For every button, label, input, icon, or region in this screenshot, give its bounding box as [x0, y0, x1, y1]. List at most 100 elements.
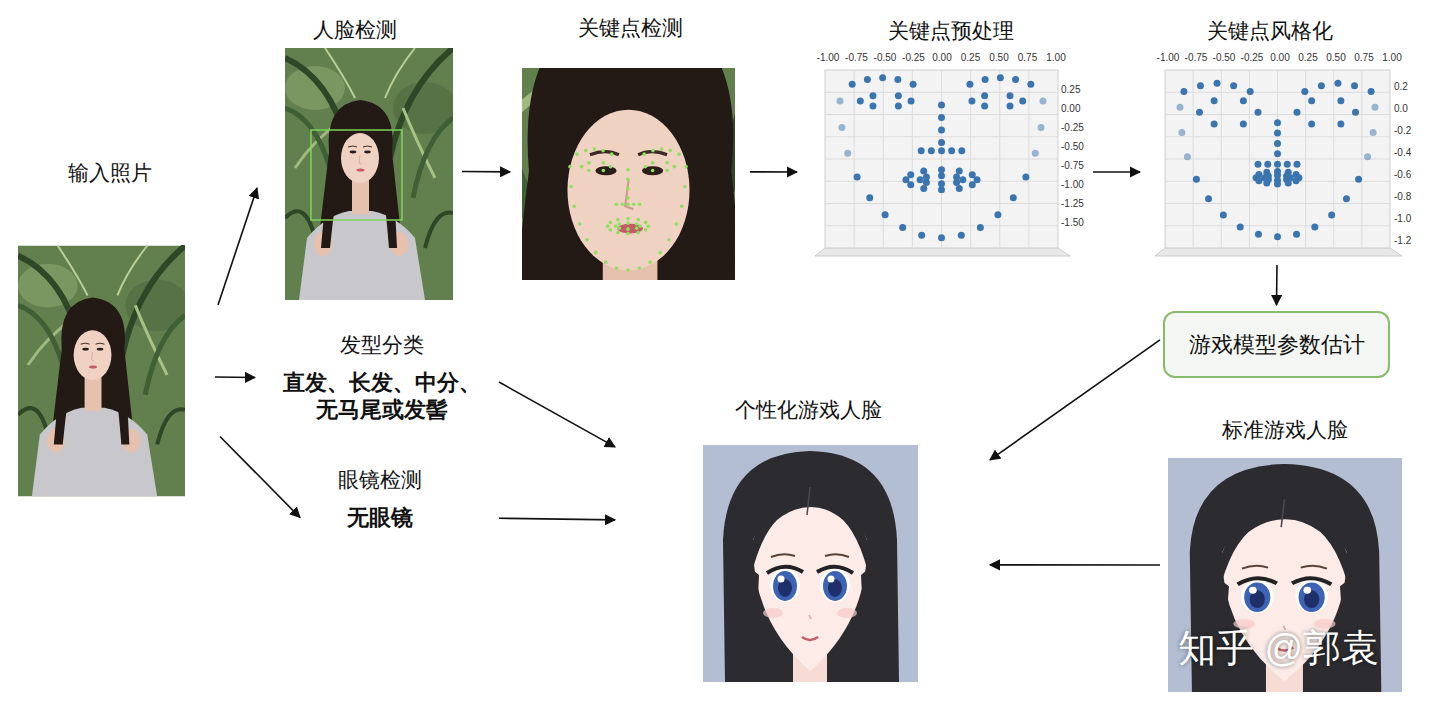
grid-line: [1028, 70, 1029, 248]
keypoint-dot: [593, 147, 597, 151]
keypoint-dot: [569, 185, 573, 189]
keypoint-dot: [1184, 153, 1191, 160]
grid-line: [825, 225, 1058, 226]
keypoint-dot: [626, 187, 630, 191]
axis-tick: -0.2: [1394, 125, 1411, 137]
game-face-node: 个性化游戏人脸: [703, 445, 918, 682]
keypoint-dot: [614, 224, 618, 228]
axis-tick: 0.00: [1270, 52, 1289, 64]
detect-node: 眼镜检测无眼镜: [300, 467, 460, 531]
keypoint-dot: [994, 211, 1001, 218]
keypoint-dot: [838, 124, 845, 131]
keypoint-dot: [673, 165, 677, 169]
keypoint-dot: [680, 204, 684, 208]
keypoint-dot: [1283, 176, 1290, 183]
keypoint-dot: [1247, 88, 1254, 95]
flow-arrow: [220, 437, 300, 518]
axis-tick: -1.0: [1394, 213, 1411, 225]
node-heading: 发型分类: [272, 332, 491, 358]
keypoint-dot: [660, 147, 664, 151]
keypoint-dot: [674, 222, 678, 226]
grid-line: [1165, 159, 1390, 160]
keypoint-dot: [1007, 92, 1014, 99]
grid-line: [1165, 203, 1390, 204]
keypoint-dot: [677, 152, 681, 156]
keypoint-dot: [1032, 150, 1039, 157]
axis-tick: -0.8: [1394, 191, 1411, 203]
keypoint-dot: [615, 266, 619, 270]
keypoint-dot: [1294, 161, 1301, 168]
keypoint-dot: [997, 74, 1004, 81]
keypoint-dot: [917, 176, 924, 183]
keypoint-dot: [1274, 161, 1281, 168]
keypoint-dot: [1328, 211, 1335, 218]
keypoint-dot: [968, 97, 975, 104]
plot-floor: [815, 248, 1070, 256]
keypoint-dot: [938, 114, 945, 121]
keypoint-dot: [1351, 82, 1358, 89]
keypoint-dot: [578, 222, 582, 226]
keypoint-dot: [910, 81, 917, 88]
keypoint-dot: [626, 268, 630, 272]
grid-line: [1361, 70, 1362, 248]
axis-tick: -1.00: [817, 52, 840, 64]
keypoint-dot: [1352, 109, 1359, 116]
node-heading: 眼镜检测: [300, 467, 460, 493]
axis-tick: 0.50: [989, 52, 1008, 64]
keypoint-dot: [1274, 150, 1281, 157]
keypoint-dot: [606, 224, 610, 228]
keypoint-dot: [580, 165, 584, 169]
keypoint-dot: [609, 221, 613, 225]
standard-game-face: [1168, 458, 1402, 692]
keypoint-dot: [1240, 97, 1247, 104]
keypoint-dot: [894, 76, 901, 83]
keypoint-dot: [626, 227, 630, 231]
keypoint-dot: [854, 173, 861, 180]
keypoint-dot: [849, 81, 856, 88]
keypoint-dot: [618, 222, 622, 226]
grid-line: [1305, 70, 1306, 248]
keypoint-dot: [928, 147, 935, 154]
keypoint-dot: [626, 177, 630, 181]
keypoint-dot: [969, 181, 976, 188]
axis-tick: -0.50: [874, 52, 897, 64]
keypoint-dot: [626, 232, 630, 236]
keypoint-dot: [938, 186, 945, 193]
keypoint-dot: [568, 165, 572, 169]
keypoint-dot: [1337, 120, 1344, 127]
keypoint-dot: [977, 224, 984, 231]
keypoint-dot: [602, 169, 606, 173]
keypoint-dot: [1197, 82, 1204, 89]
watermark: 知乎 @郭袁: [1178, 626, 1379, 670]
plot-pane: [825, 70, 1058, 248]
flow-arrow: [218, 188, 257, 305]
keypoint-dot: [616, 218, 620, 222]
axis-tick: 0.00: [932, 52, 951, 64]
keypoint-dot: [1040, 97, 1047, 104]
keypoint-dot: [1293, 231, 1300, 238]
keypoint-dot: [665, 169, 669, 173]
keypoint-dot: [1343, 195, 1350, 202]
axis-tick: -0.75: [1061, 160, 1084, 172]
node-heading: 关键点检测: [524, 15, 737, 41]
node-body: 直发、长发、中分、无马尾或发髻: [272, 369, 491, 423]
flow-arrow: [1093, 171, 1140, 173]
keypoint-dots: [568, 147, 688, 271]
axis-tick: -0.25: [902, 52, 925, 64]
keypoint-dot: [601, 149, 605, 153]
node-heading: 人脸检测: [271, 17, 439, 43]
flow-arrow: [990, 564, 1160, 566]
keypoint-dot: [665, 161, 669, 165]
keypoint-dot: [1294, 109, 1301, 116]
keypoint-dot: [1211, 120, 1218, 127]
keypoint-dot: [626, 202, 630, 206]
axis-tick: -0.4: [1394, 147, 1411, 159]
input-photo: [18, 246, 189, 497]
keypoint-dot: [587, 161, 591, 165]
axis-tick: -1.00: [1157, 52, 1180, 64]
stylized-plot-node: 关键点风格化: [1153, 57, 1405, 258]
keypoint-dot: [895, 102, 902, 109]
keypoint-dot: [626, 221, 630, 225]
axis-tick: 1.00: [1046, 52, 1065, 64]
plot-pane: [1165, 70, 1390, 248]
